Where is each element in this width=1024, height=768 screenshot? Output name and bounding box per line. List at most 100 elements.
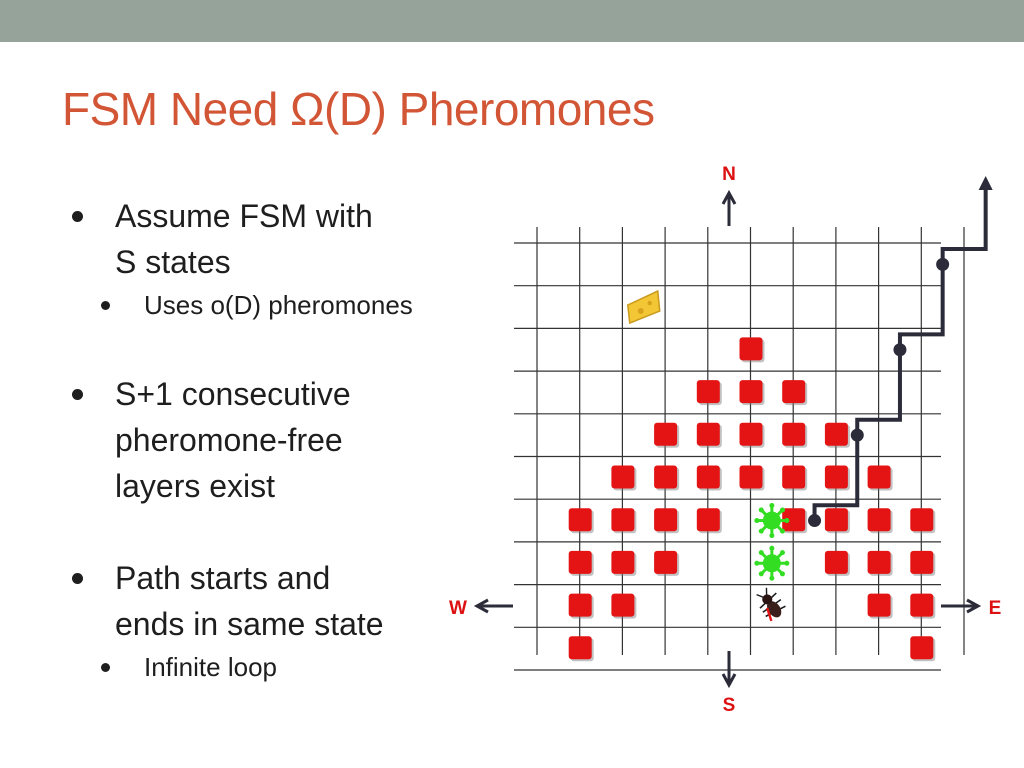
- subbullet-pheromone-usage: Uses o(D) pheromones: [62, 285, 502, 325]
- pheromone-marker: [782, 508, 806, 532]
- bullet-assume-fsm: Assume FSM with S states: [62, 193, 502, 285]
- alien-leg-tip: [758, 571, 764, 577]
- pheromone-marker: [739, 337, 763, 361]
- west-arrow-head: [473, 598, 489, 614]
- pheromone-marker: [568, 636, 592, 660]
- path-line: [812, 186, 988, 521]
- alien-leg-tip: [779, 507, 785, 513]
- pheromone-marker: [867, 550, 891, 574]
- path-node: [850, 428, 864, 442]
- alien-leg-tip: [784, 560, 790, 566]
- pheromone-marker: [782, 465, 806, 489]
- pheromone-marker: [611, 465, 635, 489]
- ant-head: [762, 594, 773, 605]
- path-node: [808, 514, 822, 528]
- subbullet-infinite-loop: Infinite loop: [62, 647, 502, 687]
- pheromone-marker: [824, 465, 848, 489]
- pheromone-marker: [739, 380, 763, 404]
- bullet-text: Assume FSM with S states: [115, 198, 373, 280]
- pheromone-marker: [824, 422, 848, 446]
- pheromone-marker: [739, 465, 763, 489]
- bullet-text: Path starts and ends in same state: [115, 560, 384, 642]
- pheromone-marker: [910, 593, 934, 617]
- alien-leg-tip: [779, 528, 785, 534]
- east-arrow-head: [966, 598, 982, 614]
- alien-leg-tip: [769, 533, 775, 539]
- pheromone-marker: [739, 422, 763, 446]
- bullet-list: Assume FSM with S states Uses o(D) phero…: [62, 193, 502, 687]
- compass-west-label: W: [449, 598, 467, 619]
- top-accent-bar: [0, 0, 1024, 42]
- pheromone-marker: [782, 422, 806, 446]
- pheromone-marker: [910, 636, 934, 660]
- bullet-text: S+1 consecutive pheromone-free layers ex…: [115, 376, 351, 504]
- pheromone-marker: [696, 465, 720, 489]
- south-arrow-head: [721, 673, 737, 689]
- pheromone-marker: [867, 508, 891, 532]
- alien-icon: [762, 554, 781, 573]
- alien-leg-tip: [769, 575, 775, 581]
- compass-north-label: N: [722, 164, 736, 185]
- pheromone-marker: [696, 508, 720, 532]
- pheromone-marker: [654, 550, 678, 574]
- alien-leg-tip: [754, 518, 760, 524]
- pheromone-marker: [696, 380, 720, 404]
- bullet-dot: [101, 663, 110, 672]
- ant-mark: [766, 607, 773, 622]
- pheromone-marker: [568, 550, 592, 574]
- bullet-dot: [72, 211, 83, 222]
- pheromone-marker: [696, 422, 720, 446]
- cheese-hole: [637, 308, 644, 315]
- alien-icon: [762, 511, 781, 530]
- ant-icon: [756, 587, 786, 622]
- pheromone-marker: [910, 508, 934, 532]
- bullet-dot: [101, 301, 110, 310]
- ant-body: [767, 601, 782, 618]
- pheromone-marker: [824, 550, 848, 574]
- pheromone-markers: [568, 337, 936, 662]
- pheromone-marker: [867, 593, 891, 617]
- pheromone-marker: [824, 508, 848, 532]
- alien-leg-tip: [758, 550, 764, 556]
- pheromone-marker: [654, 422, 678, 446]
- pheromone-marker: [611, 508, 635, 532]
- cheese-icon: [626, 289, 661, 325]
- pheromone-marker: [568, 508, 592, 532]
- pheromone-marker: [654, 508, 678, 532]
- alien-leg-tip: [779, 571, 785, 577]
- ant-antenna: [756, 593, 764, 598]
- alien-leg-tip: [758, 507, 764, 513]
- bullet-free-layers: S+1 consecutive pheromone-free layers ex…: [62, 371, 502, 509]
- alien-leg-tip: [769, 545, 775, 551]
- pheromone-marker: [654, 465, 678, 489]
- cheese-hole: [647, 300, 652, 306]
- path-node: [893, 343, 907, 357]
- pheromone-marker: [910, 550, 934, 574]
- path-node: [936, 257, 950, 271]
- ant-antenna: [765, 587, 768, 595]
- grid-items: [626, 289, 790, 622]
- pheromone-marker: [782, 380, 806, 404]
- bullet-dot: [72, 389, 83, 400]
- ant-path: [808, 176, 993, 528]
- pheromone-marker: [867, 465, 891, 489]
- bullet-text: Uses o(D) pheromones: [144, 290, 413, 320]
- alien-leg-tip: [779, 550, 785, 556]
- slide-title: FSM Need Ω(D) Pheromones: [62, 83, 655, 135]
- bullet-path-same-state: Path starts and ends in same state: [62, 555, 502, 647]
- pheromone-marker: [568, 593, 592, 617]
- alien-leg-tip: [784, 518, 790, 524]
- bullet-dot: [72, 573, 83, 584]
- alien-leg-tip: [754, 560, 760, 566]
- alien-leg-tip: [769, 503, 775, 509]
- path-arrowhead: [978, 176, 993, 190]
- compass-east-label: E: [989, 598, 1002, 619]
- alien-leg-tip: [758, 528, 764, 534]
- pheromone-marker: [611, 593, 635, 617]
- compass: N S W E: [449, 164, 1001, 716]
- north-arrow-head: [721, 189, 737, 205]
- compass-south-label: S: [723, 695, 736, 716]
- pheromone-marker: [611, 550, 635, 574]
- bullet-text: Infinite loop: [144, 652, 277, 682]
